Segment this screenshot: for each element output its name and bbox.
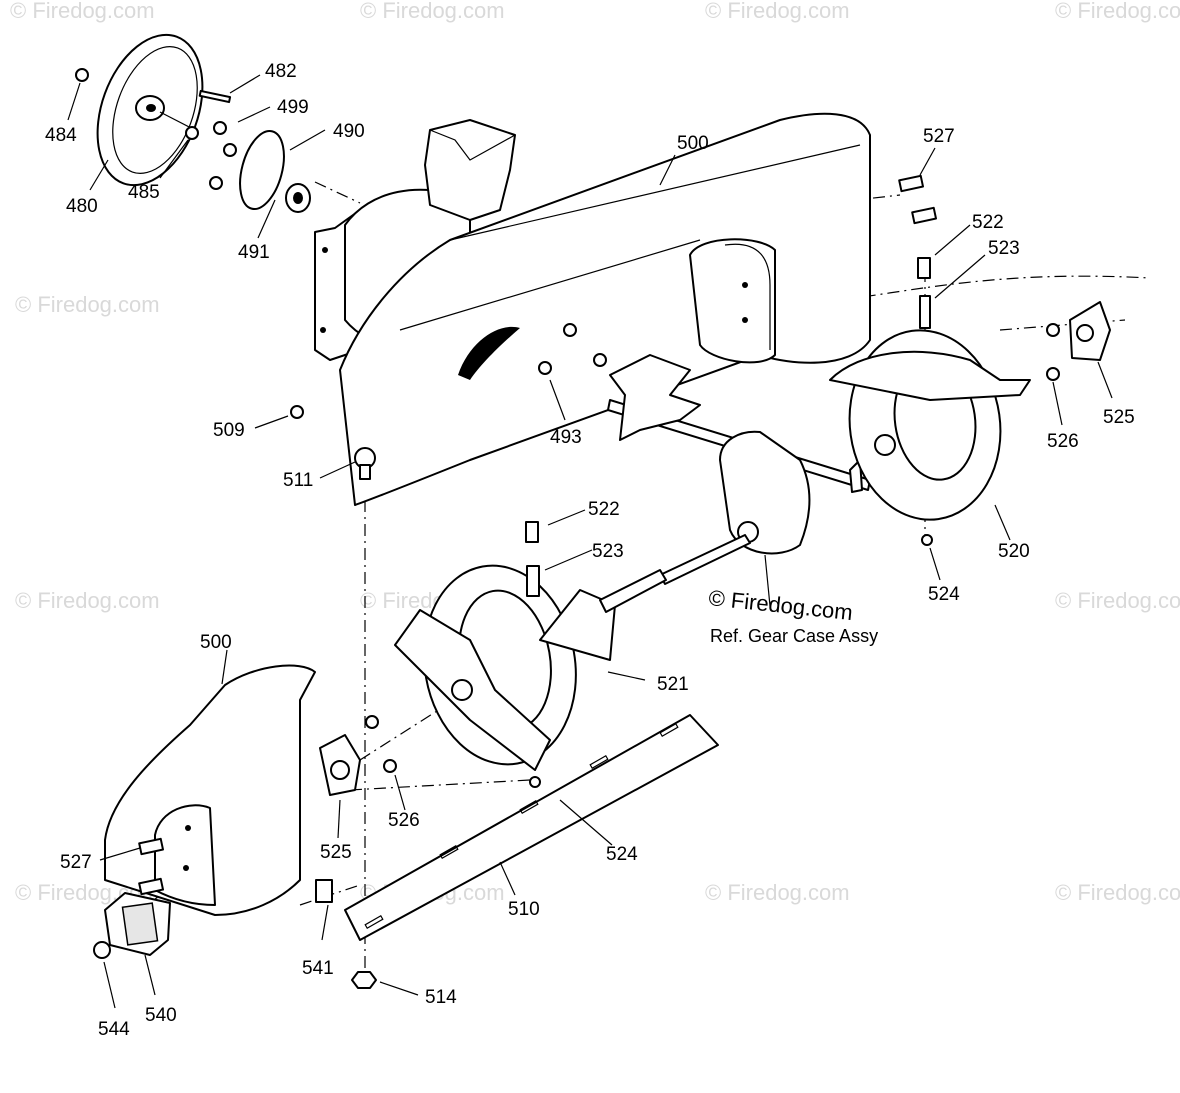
spacer-523 [526,565,540,597]
callout-484: 484 [45,125,77,146]
scraper-bar-510 [344,714,719,941]
gear-case [719,430,811,555]
key-482 [198,89,232,104]
nut-526 [365,715,379,729]
callout-524-left: 524 [606,844,638,865]
callout-544: 544 [98,1019,130,1040]
auger-520 [829,329,1031,521]
callout-511: 511 [283,470,313,491]
callout-523-right: 523 [988,238,1020,259]
watermark: © Firedog.com [1055,880,1180,905]
bolt-541 [315,879,333,903]
callout-493: 493 [550,427,582,448]
callout-520: 520 [998,541,1030,562]
leader-lines [67,74,1113,1009]
watermark: © Firedog.com [15,588,160,613]
watermark: © Firedog.com [360,0,505,23]
nut-524 [529,776,541,788]
callout-527-left: 527 [60,852,92,873]
callout-524-right: 524 [928,584,960,605]
callout-522-right: 522 [972,212,1004,233]
right-side-hardware [898,174,1111,546]
bolt-522 [525,521,539,543]
callout-500-upper: 500 [677,133,709,154]
watermark: © Firedog.com [705,880,850,905]
callout-499: 499 [277,97,309,118]
copyright-notice: © Firedog.com [707,585,853,625]
gear-case-assembly [607,354,871,585]
hex-nut-514 [351,971,377,989]
callout-509: 509 [213,420,245,441]
reference-note: Ref. Gear Case Assy [710,626,878,646]
callout-527-right: 527 [923,126,955,147]
callout-482: 482 [265,61,297,82]
spacer-523 [919,295,931,329]
watermark: © Firedog.com [1055,0,1180,23]
watermark: © Firedog.com [15,292,160,317]
callout-510: 510 [508,899,540,920]
bolt-527 [898,174,925,193]
screw-509 [290,405,304,419]
callout-491: 491 [238,242,270,263]
bolt-493 [538,361,552,375]
callout-522-left: 522 [588,499,620,520]
nut-484 [75,68,89,82]
callout-540: 540 [145,1005,177,1026]
callout-521: 521 [657,674,689,695]
watermark: © Firedog.com [10,0,155,23]
auger-housing-lower [93,664,719,989]
callout-526-left: 526 [388,810,420,831]
callout-480: 480 [66,196,98,217]
nut-526 [1046,323,1060,337]
bolt-522 [917,257,931,279]
auger-521 [394,521,667,788]
bearing-flange-490 [239,130,285,210]
callout-541: 541 [302,958,334,979]
nut-524 [921,534,933,546]
callout-490: 490 [333,121,365,142]
callout-525-right: 525 [1103,407,1135,428]
callout-526-right: 526 [1047,431,1079,452]
callout-525-left: 525 [320,842,352,863]
bolt-527 [138,837,165,856]
washer-485 [185,126,199,140]
callout-labels: 482 499 490 484 480 485 491 500 527 522 … [45,61,1135,1040]
pulley-assembly [75,33,311,213]
callout-514: 514 [425,987,457,1008]
callout-523-left: 523 [592,541,624,562]
auger-housing-upper [290,112,871,506]
callout-485: 485 [128,182,160,203]
nut-544 [93,941,111,959]
callout-500-lower: 500 [200,632,232,653]
watermark: © Firedog.com [1055,588,1180,613]
watermark: © Firedog.com [705,0,850,23]
